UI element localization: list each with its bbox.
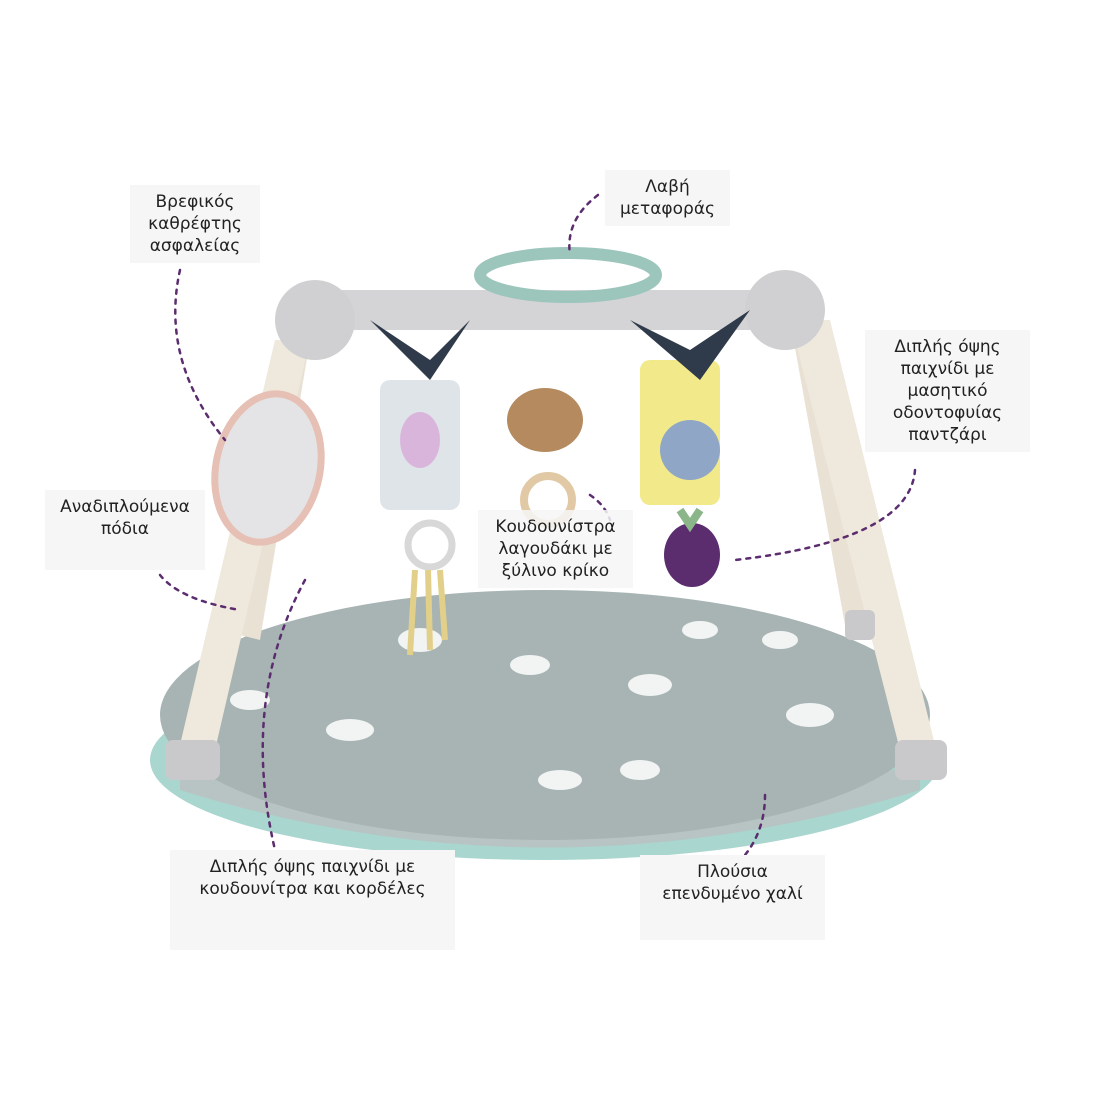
label-beet-teether-toy: Διπλής όψης παιχνίδι με μασητικό οδοντοφ… <box>865 330 1030 452</box>
carry-handle <box>474 247 662 303</box>
play-mat <box>160 590 930 840</box>
double-sided-ribbon-toy <box>370 320 470 656</box>
baby-mirror <box>211 390 325 546</box>
label-carry-handle: Λαβή μεταφοράς <box>605 170 730 226</box>
beet-teether-toy <box>630 310 750 587</box>
label-bunny-rattle: Κουδουνίστρα λαγουδάκι με ξύλινο κρίκο <box>478 510 633 588</box>
label-ribbon-toy: Διπλής όψης παιχνίδι με κουδουνίτρα και … <box>170 850 455 950</box>
bunny-rattle <box>507 388 583 528</box>
label-padded-mat: Πλούσια επενδυμένο χαλί <box>640 855 825 940</box>
play-mat-base <box>180 760 920 848</box>
left-corner-joint <box>275 280 355 360</box>
label-baby-mirror: Βρεφικός καθρέφτης ασφαλείας <box>130 185 260 263</box>
label-folding-legs: Αναδιπλούμενα πόδια <box>45 490 205 570</box>
top-bar <box>290 290 805 330</box>
right-corner-joint <box>745 270 825 350</box>
